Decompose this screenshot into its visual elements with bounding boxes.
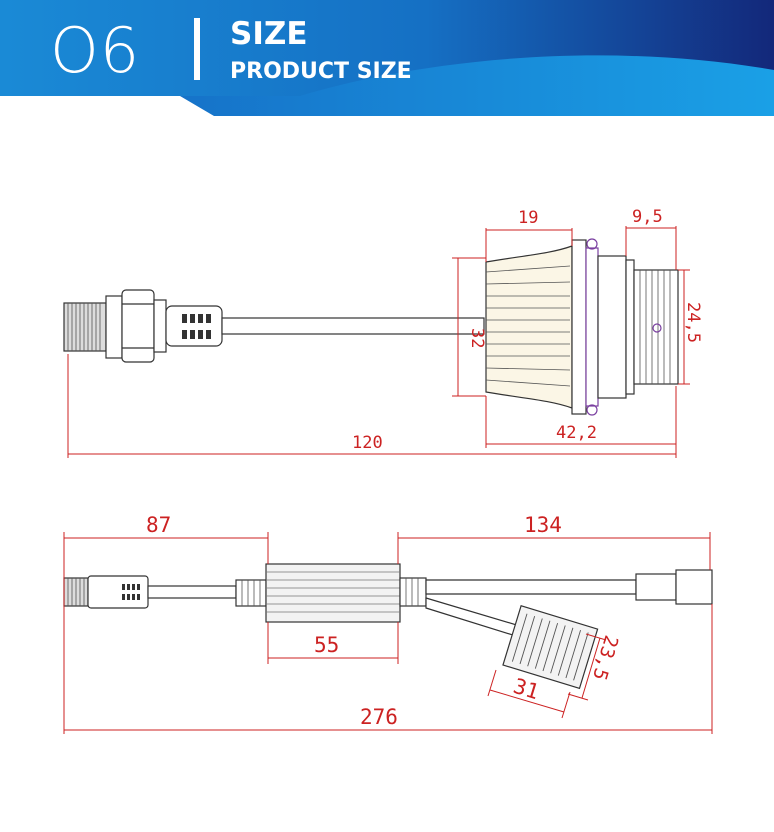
dim-left-section: 87 xyxy=(146,513,171,537)
dimension-drawing: 19 9,5 32 24,5 120 42,2 xyxy=(63,207,713,734)
section-number: O6 xyxy=(50,14,141,87)
dim-module-length: 31 xyxy=(511,674,542,704)
dim-heatsink-height: 32 xyxy=(467,328,487,348)
top-view-dimensions: 19 9,5 32 24,5 120 42,2 xyxy=(67,207,703,458)
section-subtitle: PRODUCT SIZE xyxy=(230,59,412,84)
dim-base-diameter: 24,5 xyxy=(683,302,703,343)
header-banner: O6 SIZE PRODUCT SIZE xyxy=(0,0,774,118)
dim-heatsink-width: 19 xyxy=(518,208,538,228)
dim-right-section: 134 xyxy=(524,513,562,537)
led-bulb-top-view xyxy=(63,238,679,416)
banner-background xyxy=(0,0,774,116)
driver-cable-view xyxy=(63,563,713,690)
dim-driver-length: 55 xyxy=(314,633,339,657)
dim-collar-width: 9,5 xyxy=(632,207,663,227)
dim-overall-length: 120 xyxy=(352,433,383,453)
section-title: SIZE xyxy=(230,16,308,52)
title-divider xyxy=(194,18,200,80)
dim-bulb-length: 42,2 xyxy=(556,423,597,443)
dim-total-length: 276 xyxy=(360,705,398,729)
bottom-view-dimensions: 87 134 55 23,5 31 276 xyxy=(63,513,713,734)
